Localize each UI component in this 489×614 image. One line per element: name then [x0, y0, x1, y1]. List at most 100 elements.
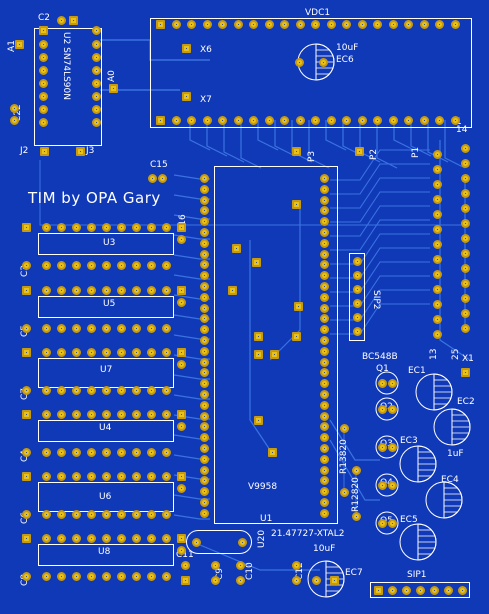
solder-pad — [352, 466, 361, 475]
u8-label: U8 — [98, 547, 111, 557]
solder-pad — [320, 422, 329, 432]
sip2-outline — [349, 253, 365, 341]
solder-pad — [72, 510, 81, 519]
solder-pad — [200, 357, 209, 367]
solder-pad — [433, 255, 442, 264]
solder-pad — [444, 586, 453, 595]
solder-pad — [132, 410, 141, 419]
transistor-outline — [375, 435, 399, 459]
solder-pad — [132, 223, 141, 232]
capacitor-polarity-mark — [417, 523, 437, 561]
trace — [274, 120, 296, 157]
solder-pad — [211, 576, 220, 585]
trace — [189, 120, 211, 151]
trace — [206, 120, 228, 157]
solder-pad — [320, 454, 329, 464]
solder-pad — [320, 174, 329, 183]
solder-pad — [292, 332, 301, 341]
solder-pad — [22, 324, 31, 333]
u1-label: U1 — [260, 514, 273, 524]
trace — [308, 120, 330, 169]
solder-pad — [433, 225, 442, 234]
solder-pad — [419, 20, 429, 29]
trace — [444, 120, 466, 169]
solder-pad — [102, 324, 111, 333]
solder-pad — [200, 498, 209, 507]
solder-pad — [22, 472, 31, 481]
solder-pad — [162, 448, 171, 457]
j2-label: J2 — [20, 146, 29, 156]
solder-pad — [76, 147, 85, 156]
solder-pad — [435, 20, 444, 29]
solder-pad — [202, 116, 212, 125]
solder-pad — [433, 300, 442, 309]
solder-pad — [72, 286, 81, 295]
solder-pad — [39, 105, 48, 114]
u4-outline — [38, 420, 174, 442]
solder-pad — [42, 534, 51, 543]
solder-pad — [458, 586, 467, 595]
solder-pad — [162, 223, 171, 232]
solder-pad — [57, 410, 66, 419]
solder-pad — [87, 410, 96, 419]
ec3-label: EC3 — [400, 436, 418, 446]
solder-pad — [102, 386, 111, 395]
trace — [249, 240, 271, 451]
solder-pad — [42, 386, 51, 395]
sip2-label: SIP2 — [371, 290, 381, 310]
board-title: TIM by OPA Gary — [28, 189, 161, 207]
solder-pad — [461, 249, 470, 258]
solder-pad — [461, 204, 470, 213]
r12820-label: R12820 — [351, 477, 361, 512]
solder-pad — [200, 346, 209, 356]
trace — [330, 191, 430, 223]
solder-pad — [233, 116, 243, 125]
solder-pad — [10, 116, 19, 125]
solder-pad — [87, 472, 96, 481]
solder-pad — [42, 324, 51, 333]
q1-label: Q1 — [376, 364, 389, 374]
solder-pad — [69, 16, 78, 25]
trace — [330, 233, 430, 265]
solder-pad — [162, 410, 171, 419]
solder-pad — [200, 249, 209, 259]
solder-pad — [177, 534, 186, 543]
solder-pad — [270, 350, 279, 359]
solder-pad — [92, 105, 101, 114]
solder-pad — [156, 20, 165, 29]
solder-pad — [320, 508, 329, 518]
solder-pad — [373, 20, 382, 29]
j3-label: J3 — [86, 146, 95, 156]
p1-label: P1 — [411, 146, 421, 158]
solder-pad — [200, 336, 209, 345]
solder-pad — [92, 26, 101, 35]
solder-pad — [102, 410, 111, 419]
solder-pad — [147, 410, 156, 419]
c15-label: C15 — [150, 160, 168, 170]
solder-pad — [461, 309, 470, 318]
solder-pad — [320, 498, 329, 507]
solder-pad — [187, 116, 196, 125]
capacitor-polarity-mark — [433, 373, 453, 411]
u6-label: U6 — [99, 492, 112, 502]
solder-pad — [181, 576, 190, 585]
solder-pad — [177, 472, 186, 481]
solder-pad — [200, 487, 209, 497]
solder-pad — [42, 261, 51, 270]
solder-pad — [92, 66, 101, 75]
solder-pad — [117, 572, 126, 581]
capacitor-polarity-mark — [417, 445, 437, 483]
solder-pad — [147, 261, 156, 270]
solder-pad — [311, 20, 320, 29]
solder-pad — [433, 240, 442, 249]
solder-pad — [373, 116, 382, 125]
solder-pad — [171, 20, 181, 29]
solder-pad — [320, 271, 329, 281]
solder-pad — [249, 20, 258, 29]
solder-pad — [22, 410, 31, 419]
solder-pad — [292, 200, 301, 209]
solder-pad — [102, 261, 111, 270]
solder-pad — [177, 348, 186, 357]
solder-pad — [132, 448, 141, 457]
solder-pad — [200, 368, 209, 378]
